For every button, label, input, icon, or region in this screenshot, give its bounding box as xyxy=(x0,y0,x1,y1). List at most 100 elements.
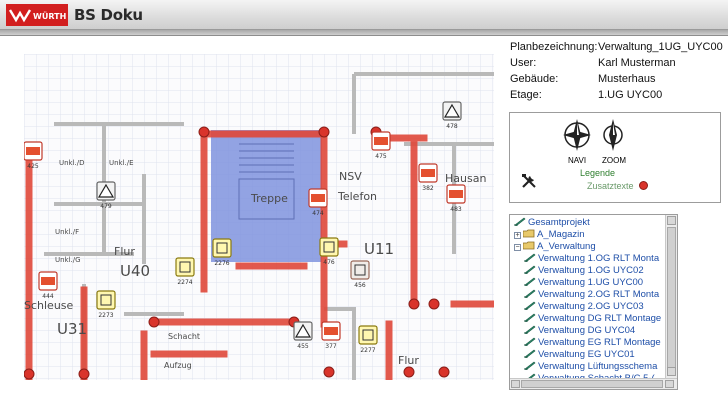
scroll-up-arrow[interactable] xyxy=(667,216,676,225)
tree-item[interactable]: Gesamtprojekt xyxy=(514,217,590,229)
compass-navi-icon[interactable] xyxy=(562,117,592,155)
extra-texts-toggle[interactable] xyxy=(639,181,648,190)
plan-marker[interactable]: 474 xyxy=(308,188,328,217)
tools-icon[interactable] xyxy=(521,173,537,189)
tree-item[interactable]: Verwaltung 2.OG UYC03 xyxy=(524,301,644,313)
room-labels: Treppe NSV Telefon Hausan U11 U40 Flur S… xyxy=(24,159,486,370)
plan-marker-id: 479 xyxy=(100,203,112,210)
tree-item-label: A_Magazin xyxy=(537,229,585,240)
scroll-left-arrow[interactable] xyxy=(511,380,520,388)
tree-item[interactable]: Verwaltung Lüftungsschema xyxy=(524,361,657,373)
plan-marker-id: 425 xyxy=(27,163,39,170)
plan-marker-id: 2274 xyxy=(177,279,192,286)
plan-junction-dot[interactable] xyxy=(78,368,90,380)
room-label-treppe: Treppe xyxy=(250,192,288,205)
plan-marker[interactable]: 2277 xyxy=(358,325,378,354)
plan-marker[interactable]: 425 xyxy=(24,141,43,170)
tree-item[interactable]: − A_Verwaltung xyxy=(514,241,596,253)
legend-link[interactable]: Legende xyxy=(580,168,616,178)
info-row-plan: Planbezeichnung: Verwaltung_1UG_UYC00 xyxy=(510,41,724,57)
plan-marker[interactable]: 444 xyxy=(38,271,58,300)
tree-toggle[interactable]: − xyxy=(514,244,521,251)
plan-marker[interactable]: 479 xyxy=(96,181,116,210)
plan-marker[interactable]: 475 xyxy=(371,131,391,160)
plan-marker[interactable]: 2273 xyxy=(96,290,116,319)
tree-vertical-scrollbar[interactable] xyxy=(665,215,677,379)
tree-item[interactable]: Verwaltung EG UYC01 xyxy=(524,349,635,361)
tree-item-label: Verwaltung DG UYC04 xyxy=(538,325,636,336)
tree-item[interactable]: + A_Magazin xyxy=(514,229,585,241)
tree-item[interactable]: Verwaltung Schacht B/C 5-( xyxy=(524,373,655,379)
plan-marker[interactable]: 483 xyxy=(446,184,466,213)
logo-text: WÜRTH xyxy=(33,11,66,21)
room-label-hausan: Hausan xyxy=(445,172,486,185)
tree-item-label: Verwaltung DG RLT Montage xyxy=(538,313,662,324)
stair-steps xyxy=(238,143,295,220)
info-value: Musterhaus xyxy=(598,73,656,85)
plan-marker-id: 2277 xyxy=(360,347,375,354)
plan-icon xyxy=(524,361,536,370)
compass-zoom-icon[interactable] xyxy=(602,117,624,155)
tree-toggle[interactable]: + xyxy=(514,232,521,239)
plan-junction-dot[interactable] xyxy=(24,368,35,380)
plan-marker-id: 2276 xyxy=(214,260,229,267)
plan-marker-id: 2273 xyxy=(98,312,113,319)
room-label-u11: U11 xyxy=(364,240,394,258)
tree-item[interactable]: Verwaltung 1.UG UYC00 xyxy=(524,277,643,289)
plan-junction-dot[interactable] xyxy=(323,366,335,378)
plan-marker[interactable]: 2274 xyxy=(175,257,195,286)
floor-plan[interactable]: Treppe NSV Telefon Hausan U11 U40 Flur S… xyxy=(24,54,494,380)
scroll-right-arrow[interactable] xyxy=(665,380,674,388)
plan-marker[interactable]: 455 xyxy=(293,321,313,350)
room-label-unkl-g: Unkl./G xyxy=(55,256,81,264)
plan-marker[interactable]: 2276 xyxy=(212,238,232,267)
scrollbar-thumb[interactable] xyxy=(521,380,663,388)
plan-icon xyxy=(524,253,536,262)
tree-item[interactable]: Verwaltung 2.OG RLT Monta xyxy=(524,289,659,301)
plan-markers[interactable]: 425 479 474 475 382 476 478 483 2276 2274 456 2273 2… xyxy=(24,101,466,380)
plan-junction-dot[interactable] xyxy=(318,126,330,138)
plan-marker[interactable]: 478 xyxy=(442,101,462,130)
plan-marker-id: 478 xyxy=(446,123,458,130)
tree-item[interactable]: Verwaltung 1.OG UYC02 xyxy=(524,265,644,277)
plan-junction-dot[interactable] xyxy=(438,366,450,378)
zoom-label: ZOOM xyxy=(602,156,626,165)
scroll-down-arrow[interactable] xyxy=(667,367,676,376)
plan-junction-dot[interactable] xyxy=(198,126,210,138)
plan-marker-id: 444 xyxy=(42,293,54,300)
plan-marker[interactable]: 456 xyxy=(350,260,370,289)
plan-junction-dot[interactable] xyxy=(408,298,420,310)
plan-info: Planbezeichnung: Verwaltung_1UG_UYC00 Us… xyxy=(510,41,724,105)
scrollbar-thumb[interactable] xyxy=(667,227,676,373)
tree-item-label: A_Verwaltung xyxy=(537,241,596,252)
plan-marker-id: 455 xyxy=(297,343,309,350)
room-label-nsv: NSV xyxy=(339,170,362,183)
tree-item[interactable]: Verwaltung DG RLT Montage xyxy=(524,313,661,325)
room-label-schacht: Schacht xyxy=(168,332,200,341)
plan-marker-id: 475 xyxy=(375,153,387,160)
plan-icon xyxy=(524,349,536,358)
room-label-telefon: Telefon xyxy=(337,190,377,203)
plan-marker[interactable]: 476 xyxy=(319,237,339,266)
room-label-flur-2: Flur xyxy=(398,354,419,367)
plan-junction-dot[interactable] xyxy=(428,298,440,310)
tree-item[interactable]: Verwaltung EG RLT Montage xyxy=(524,337,661,349)
info-value: Verwaltung_1UG_UYC00 xyxy=(598,41,723,53)
room-label-aufzug: Aufzug xyxy=(164,361,192,370)
info-key: Etage: xyxy=(510,89,542,101)
plan-icon xyxy=(524,313,536,322)
wuerth-logo: WÜRTH xyxy=(6,4,68,26)
plan-marker[interactable]: 382 xyxy=(418,163,438,192)
plan-junction-dot[interactable] xyxy=(148,316,160,328)
plan-junction-dot[interactable] xyxy=(403,366,415,378)
tree-item-label: Verwaltung 2.OG RLT Monta xyxy=(538,289,660,300)
room-label-u31: U31 xyxy=(57,320,87,338)
tree-horizontal-scrollbar[interactable] xyxy=(510,378,677,389)
tree-item[interactable]: Verwaltung 1.OG RLT Monta xyxy=(524,253,659,265)
plan-marker[interactable]: 377 xyxy=(321,321,341,350)
floor-plan-canvas[interactable]: Treppe NSV Telefon Hausan U11 U40 Flur S… xyxy=(24,54,494,380)
tree-item-label: Verwaltung 1.OG UYC02 xyxy=(538,265,644,276)
folder-icon xyxy=(523,229,535,238)
tree-item[interactable]: Verwaltung DG UYC04 xyxy=(524,325,635,337)
